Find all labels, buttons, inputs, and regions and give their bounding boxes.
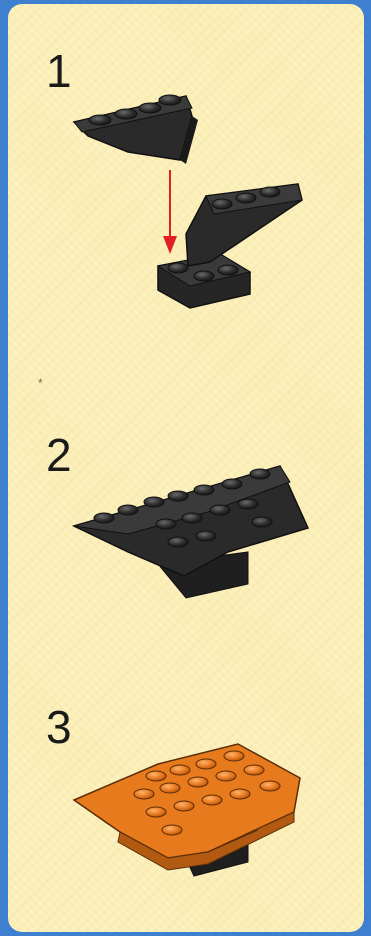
placement-arrow-icon (163, 170, 177, 254)
step1-slope-piece (74, 95, 198, 164)
instruction-panel: 1 2 3 * (8, 4, 364, 932)
step-illustrations (8, 4, 364, 932)
step2-assembly (74, 466, 308, 598)
step1-target-assembly (158, 184, 302, 308)
step3-assembly (74, 744, 300, 876)
